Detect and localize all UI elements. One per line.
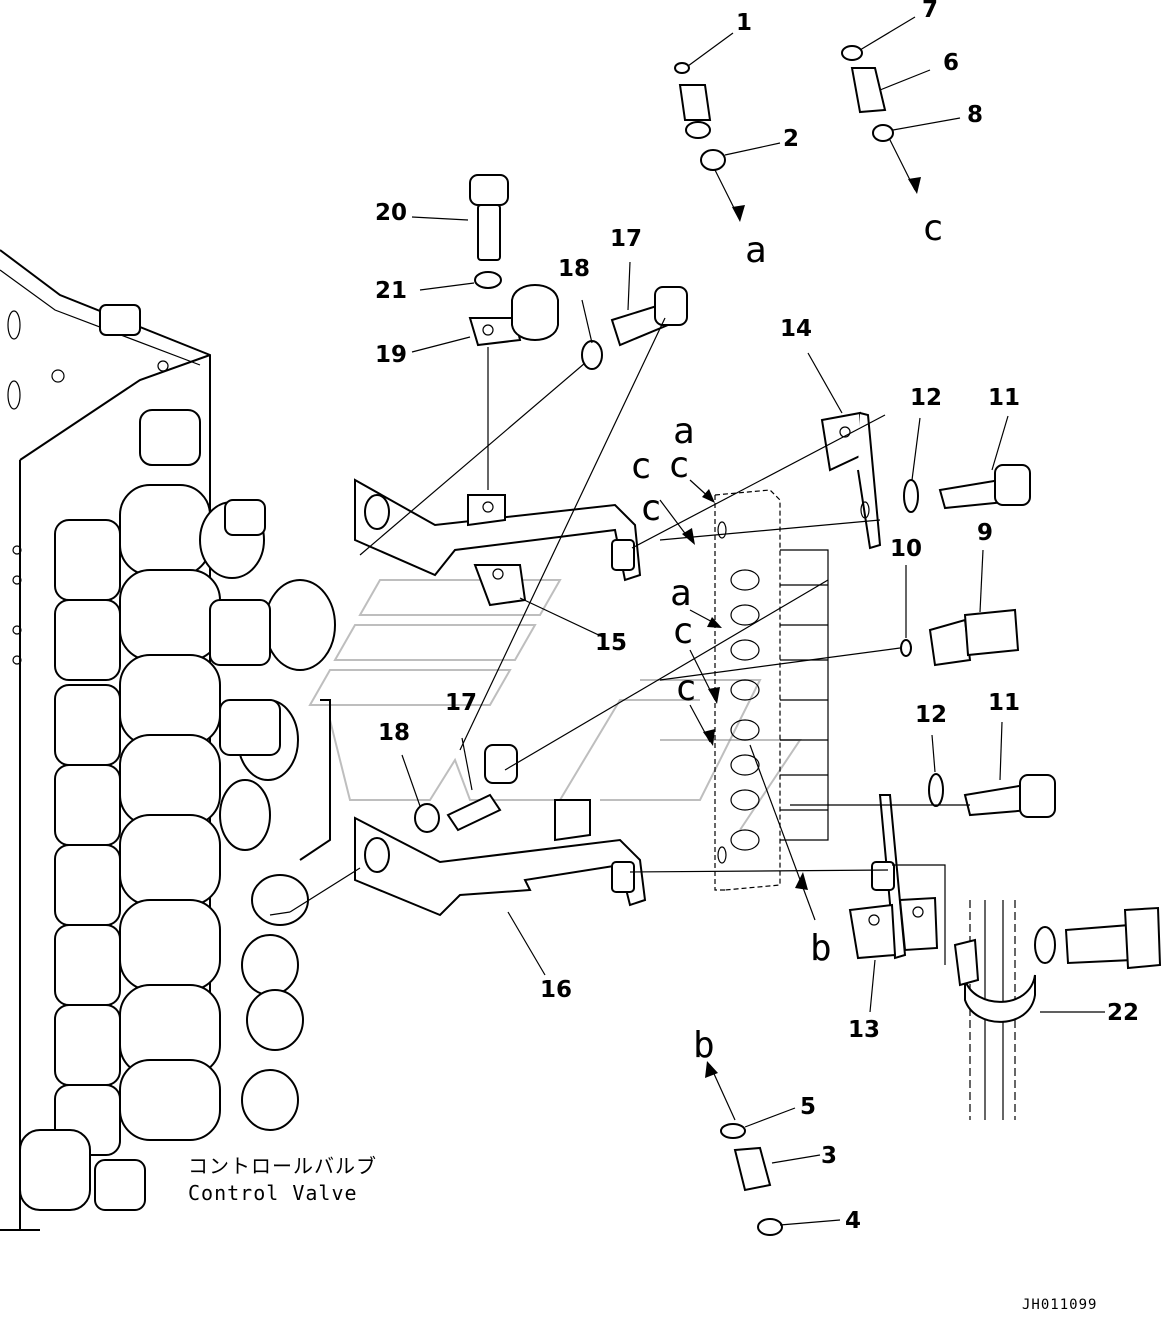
callout-11a: 11	[988, 385, 1020, 411]
letter-c-6: c	[640, 488, 662, 529]
valve-caption: コントロールバルブ Control Valve	[188, 1154, 377, 1205]
letter-c-4: c	[672, 611, 694, 652]
port-letters: a a a b b c c c c c c	[630, 208, 944, 1066]
caption-japanese: コントロールバルブ	[188, 1154, 377, 1178]
letter-b-2: b	[693, 1025, 715, 1066]
callout-19: 19	[375, 342, 407, 368]
callout-4: 4	[845, 1208, 861, 1234]
callout-6: 6	[943, 50, 959, 76]
bracket-13	[848, 794, 939, 960]
callout-1: 1	[736, 10, 752, 36]
letter-b-1: b	[810, 928, 832, 969]
manifold-block	[714, 489, 829, 891]
callout-8: 8	[967, 102, 983, 128]
bracket-lower	[354, 799, 647, 917]
callout-3: 3	[821, 1143, 837, 1169]
letter-c-5: c	[675, 668, 697, 709]
callout-15: 15	[595, 630, 627, 656]
callout-14: 14	[780, 316, 812, 342]
callout-11b: 11	[988, 690, 1020, 716]
letter-c-2: c	[630, 446, 652, 487]
callout-18a: 18	[558, 256, 590, 282]
callout-9: 9	[977, 520, 993, 546]
callout-22: 22	[1107, 1000, 1139, 1026]
watermark-logo	[308, 579, 802, 831]
bracket-14	[820, 411, 882, 550]
callout-17b: 17	[445, 690, 477, 716]
control-valve-body	[0, 249, 336, 1231]
letter-a-2: a	[673, 411, 695, 452]
caption-english: Control Valve	[188, 1181, 358, 1205]
callout-10: 10	[890, 536, 922, 562]
letter-a-1: a	[745, 230, 767, 271]
callout-13: 13	[848, 1017, 880, 1043]
callout-17a: 17	[610, 226, 642, 252]
fittings-and-seals	[414, 45, 1056, 1236]
callout-12a: 12	[910, 385, 942, 411]
callout-7: 7	[922, 0, 938, 23]
letter-c-3: c	[668, 445, 690, 486]
letter-c-1: c	[922, 208, 944, 249]
callout-5: 5	[800, 1094, 816, 1120]
leader-lines	[269, 16, 1105, 1226]
hose-clamp	[953, 900, 1162, 1120]
callout-18b: 18	[378, 720, 410, 746]
bracket-upper	[354, 478, 642, 607]
port-arrows	[659, 139, 921, 1121]
drawing-id: JH011099	[1022, 1297, 1097, 1313]
callout-16: 16	[540, 977, 572, 1003]
callout-12b: 12	[915, 702, 947, 728]
letter-a-3: a	[670, 573, 692, 614]
callout-21: 21	[375, 278, 407, 304]
callout-labels: 1 2 3 4 5 6 7 8 9 10 11 11 12 12 13 14 1…	[375, 0, 1139, 1234]
callout-2: 2	[783, 126, 799, 152]
callout-20: 20	[375, 200, 407, 226]
